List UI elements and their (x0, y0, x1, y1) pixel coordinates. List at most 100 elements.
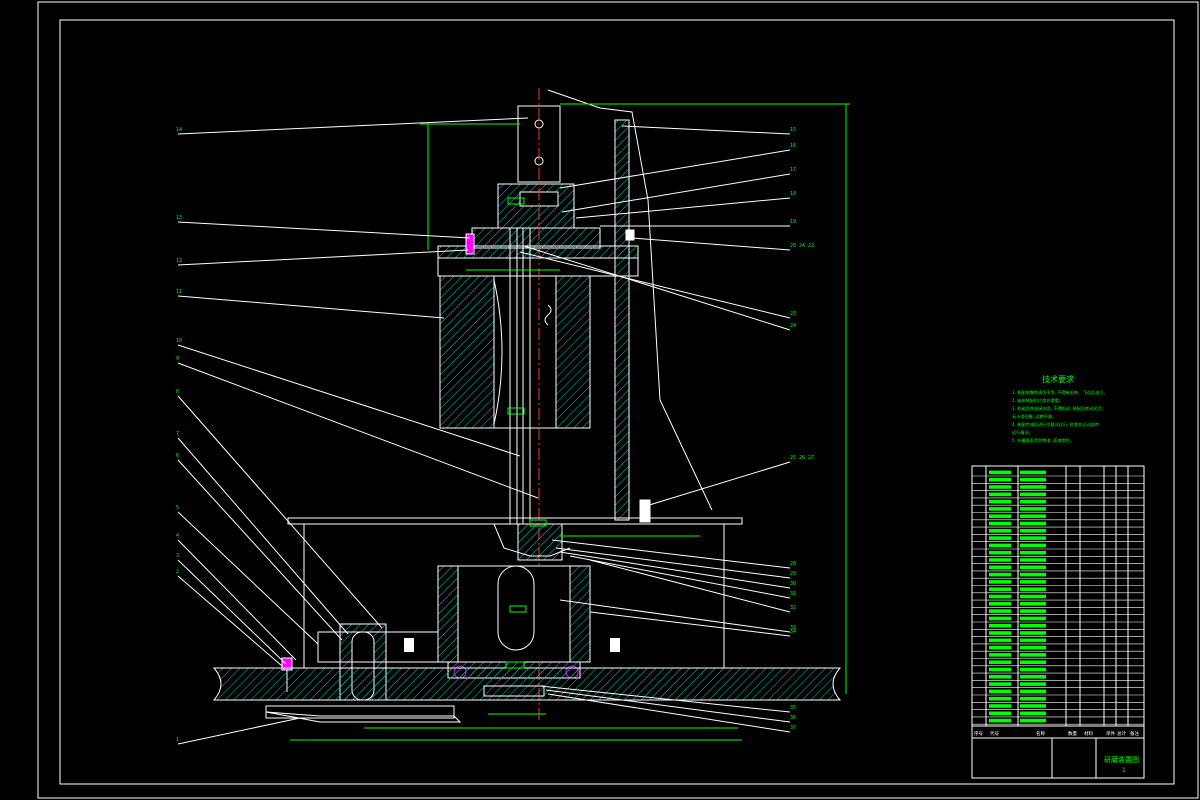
parts-name-mark (1020, 704, 1046, 708)
right-leader-label: 20 24 22 (790, 243, 814, 249)
left-leader-label: 3 (176, 553, 179, 559)
right-leader-label: 16 (790, 143, 796, 149)
left-leader-label: 2 (176, 569, 179, 575)
left-leader-line (177, 395, 383, 629)
parts-name-mark (1020, 718, 1046, 723)
tech-title: 技术要求 (1042, 374, 1074, 384)
parts-name-mark (1020, 499, 1046, 504)
drawing-name: 研磨装置图 (1104, 755, 1139, 764)
parts-code-mark (989, 638, 1011, 643)
parts-name-mark (1020, 550, 1046, 555)
left-leader-line (177, 511, 319, 645)
right-leader-line (539, 685, 791, 713)
tech-line: 运行情况。 (1012, 429, 1033, 436)
parts-name-mark (1020, 572, 1046, 577)
parts-code-mark (989, 631, 1011, 635)
outer-frame (37, 1, 1199, 799)
parts-code-mark (989, 543, 1011, 548)
left-leader-line (177, 295, 445, 319)
right-leader-line (589, 559, 791, 613)
parts-code-mark (989, 718, 1011, 723)
parts-code-mark (989, 653, 1011, 657)
right-leader-line (523, 245, 791, 331)
machine-assembly (212, 88, 850, 741)
left-leader-label: 7 (176, 431, 179, 437)
right-leader-label: 25 26 27 (790, 455, 814, 461)
parts-header-cell: 序号 (974, 730, 983, 737)
parts-code-mark (989, 565, 1011, 570)
parts-code-mark (989, 485, 1011, 489)
right-leader-line (519, 251, 791, 319)
right-leader-line (569, 555, 791, 599)
parts-header-cell: 名称 (1036, 730, 1045, 737)
parts-name-mark (1020, 675, 1046, 679)
parts-name-mark (1020, 653, 1046, 657)
parts-code-mark (989, 558, 1011, 562)
sheet-number: 1 (1122, 767, 1126, 774)
parts-header-cell: 材料 (1084, 730, 1093, 737)
parts-code-mark (989, 580, 1011, 584)
right-leader-line (559, 149, 791, 189)
parts-code-mark (989, 572, 1011, 577)
left-leader-line (177, 221, 471, 239)
parts-name-mark (1020, 696, 1046, 701)
parts-code-mark (989, 616, 1011, 621)
right-leader-label: 34 (790, 629, 796, 635)
right-leader-label: 36 (790, 715, 796, 721)
parts-name-mark (1020, 689, 1046, 694)
right-leader-line (559, 551, 791, 589)
parts-code-mark (989, 492, 1011, 497)
parts-code-mark (989, 623, 1011, 628)
parts-name-mark (1020, 609, 1046, 613)
parts-code-mark (989, 587, 1011, 591)
parts-name-mark (1020, 587, 1046, 591)
table-plate (287, 499, 743, 668)
left-leader-label: 8 (176, 389, 179, 395)
left-leader-label: 13 (176, 215, 182, 221)
inner-frame (59, 19, 1175, 785)
left-leader-label: 6 (176, 453, 179, 459)
parts-header-cell: 代号 (990, 730, 999, 737)
left-leader-line (177, 459, 343, 641)
parts-name-mark (1020, 507, 1046, 511)
parts-code-mark (989, 645, 1011, 650)
parts-name-mark (1020, 616, 1046, 621)
parts-code-mark (989, 660, 1011, 664)
tech-line: 4.装配完成后进行空载试运行,检查各运动部件 (1012, 421, 1099, 428)
parts-name-mark (1020, 580, 1046, 584)
right-leader-line (559, 599, 791, 633)
left-leader-line (177, 559, 287, 665)
left-leader-label: 10 (176, 338, 182, 344)
parts-header-cell: 总计 (1117, 730, 1126, 737)
right-leader-label: 33 (790, 625, 796, 631)
parts-name-mark (1020, 485, 1046, 489)
left-leader-label: 1 (176, 737, 179, 743)
parts-name-mark (1020, 667, 1046, 672)
parts-code-mark (989, 521, 1011, 526)
parts-code-mark (989, 550, 1011, 555)
tech-line: 无卡滞现象,运转平稳。 (1012, 413, 1056, 420)
right-leader-label: 31 (790, 591, 796, 597)
parts-header-cell: 数量 (1068, 730, 1077, 737)
tech-line: 2.轴承装配时应加润滑脂。 (1012, 397, 1063, 404)
parts-code-mark (989, 704, 1011, 708)
parts-name-mark (1020, 477, 1046, 482)
right-leader-line (631, 237, 791, 251)
parts-name-mark (1020, 711, 1046, 716)
left-leader-label: 11 (176, 289, 182, 295)
tech-requirements: 技术要求 1.装配前零件清洗干净,不得有毛刺、飞边及油污。2.轴承装配时应加润滑… (1012, 374, 1108, 444)
parts-name-mark (1020, 470, 1046, 475)
parts-code-mark (989, 675, 1011, 679)
parts-name-mark (1020, 514, 1046, 518)
left-leader-label: 9 (176, 356, 179, 362)
column (547, 89, 713, 521)
parts-code-mark (989, 689, 1011, 694)
right-leader-line (589, 611, 791, 637)
right-leader-line (547, 693, 791, 733)
right-leader-label: 29 (790, 571, 796, 577)
parts-code-mark (989, 682, 1011, 686)
right-leader-label: 18 (790, 191, 796, 197)
right-leader-line (575, 197, 791, 219)
